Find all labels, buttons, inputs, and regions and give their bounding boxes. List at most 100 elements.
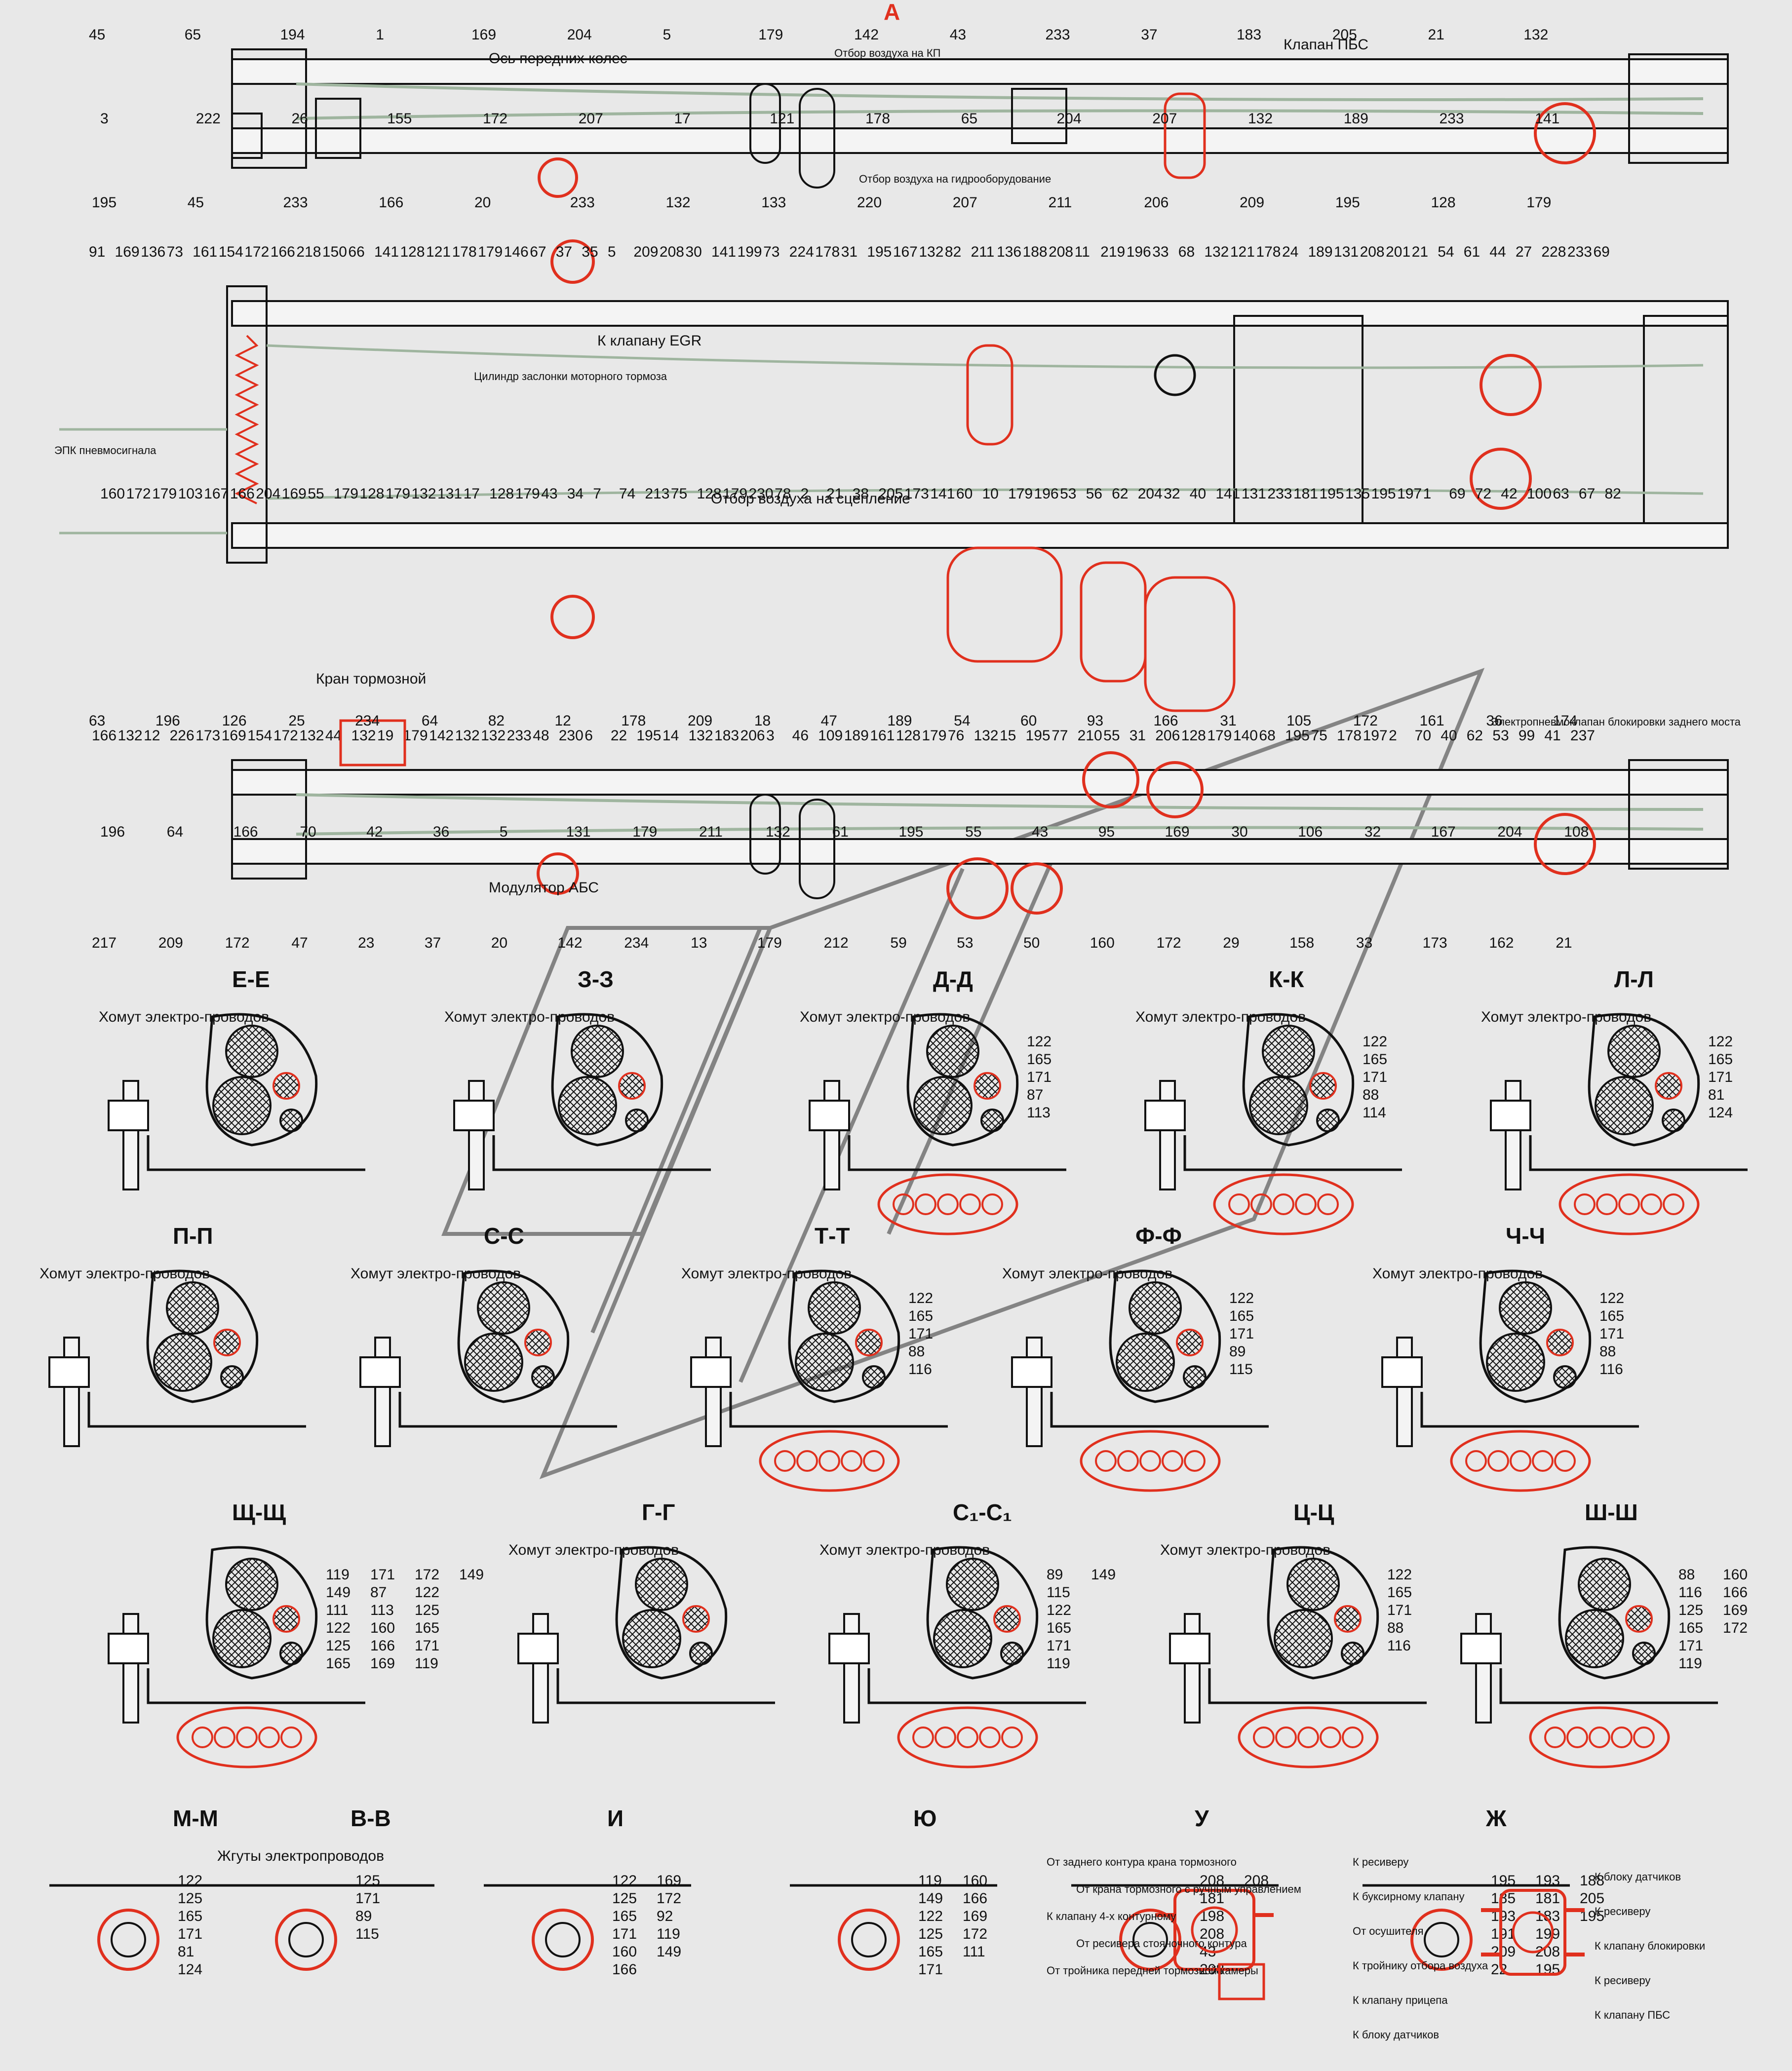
part-number: 60 <box>1020 713 1037 729</box>
ref-number: 193 <box>1535 1873 1560 1889</box>
part-number: 196 <box>1127 244 1151 260</box>
part-number: 141 <box>1535 111 1559 127</box>
part-number: 25 <box>288 713 305 729</box>
part-number: 195 <box>898 824 923 840</box>
ref-number: 125 <box>612 1890 637 1907</box>
part-number: 179 <box>1526 194 1551 211</box>
part-number: 179 <box>515 486 540 502</box>
part-number: 63 <box>1553 486 1569 502</box>
clamp-label: Жгуты электропроводов <box>217 1848 384 1864</box>
part-number: 64 <box>422 713 438 729</box>
part-number: 209 <box>1240 194 1264 211</box>
section-title: В-В <box>351 1805 391 1831</box>
ref-number: 208 <box>1200 1873 1224 1889</box>
part-number: 155 <box>387 111 412 127</box>
part-number: 1 <box>376 27 384 43</box>
part-number: 15 <box>1000 728 1016 744</box>
part-number: 99 <box>1519 728 1535 744</box>
air-tank <box>1080 561 1147 683</box>
brake-chamber <box>1480 354 1542 416</box>
frame-rail-bottom <box>231 522 1729 549</box>
valve-port-label: К клапану ПБС <box>1595 2009 1670 2021</box>
part-number: 93 <box>1087 713 1103 729</box>
ref-number: 172 <box>415 1567 439 1583</box>
part-number: 2 <box>1389 728 1397 744</box>
part-number: 29 <box>1223 935 1239 951</box>
part-number: 160 <box>100 486 125 502</box>
ref-number: 166 <box>963 1890 987 1907</box>
part-number: 209 <box>633 244 658 260</box>
part-number: 172 <box>1157 935 1181 951</box>
part-number: 76 <box>948 728 964 744</box>
part-number: 10 <box>982 486 998 502</box>
air-hydro-note: Отбор воздуха на гидрооборудование <box>859 173 1051 185</box>
part-number: 50 <box>1023 935 1040 951</box>
part-number: 34 <box>567 486 584 502</box>
part-number: 189 <box>844 728 869 744</box>
ref-number: 119 <box>918 1873 942 1889</box>
part-number: 24 <box>1282 244 1298 260</box>
part-number: 183 <box>1237 27 1261 43</box>
valve-port-label: К ресиверу <box>1595 1974 1650 1987</box>
part-number: 82 <box>488 713 505 729</box>
clamp-label: Хомут электро-проводов <box>819 1542 990 1558</box>
part-number: 11 <box>1075 244 1090 260</box>
part-number: 61 <box>832 824 849 840</box>
part-number: 75 <box>671 486 687 502</box>
part-number: 179 <box>1207 728 1232 744</box>
part-number: 54 <box>954 713 970 729</box>
part-number: 37 <box>1141 27 1157 43</box>
part-number: 209 <box>158 935 183 951</box>
ref-number: 166 <box>1723 1584 1748 1601</box>
part-number: 7 <box>593 486 601 502</box>
spring-hanger <box>749 794 781 875</box>
part-number: 196 <box>100 824 125 840</box>
clamp-label: Хомут электро-проводов <box>800 1009 970 1025</box>
part-number: 172 <box>1353 713 1378 729</box>
part-number: 128 <box>489 486 514 502</box>
ref-number: 88 <box>1678 1567 1695 1583</box>
ref-number: 122 <box>415 1584 439 1601</box>
part-number: 188 <box>1023 244 1048 260</box>
part-number: 179 <box>478 244 503 260</box>
ref-number: 88 <box>1599 1343 1616 1360</box>
air-tank <box>946 546 1063 663</box>
part-number: 195 <box>1335 194 1360 211</box>
ref-number: 115 <box>355 1926 379 1942</box>
part-number: 60 <box>956 486 973 502</box>
brake-valve-note: Кран тормозной <box>316 671 426 687</box>
part-number: 183 <box>714 728 739 744</box>
part-number: 82 <box>945 244 961 260</box>
part-number: 73 <box>167 244 183 260</box>
part-number: 204 <box>1138 486 1163 502</box>
part-number: 166 <box>230 486 255 502</box>
part-number: 132 <box>974 728 998 744</box>
part-number: 56 <box>1086 486 1102 502</box>
part-number: 230 <box>559 728 584 744</box>
ref-number: 171 <box>908 1326 933 1342</box>
part-number: 195 <box>636 728 661 744</box>
rear-crossmember <box>1628 759 1729 870</box>
part-number: 179 <box>757 935 782 951</box>
part-number: 233 <box>1046 27 1070 43</box>
ref-number: 172 <box>1723 1620 1748 1636</box>
ref-number: 165 <box>178 1908 202 1924</box>
ref-number: 122 <box>326 1620 351 1636</box>
top-view-letter: А <box>884 0 900 25</box>
ref-number: 171 <box>1363 1069 1387 1085</box>
ref-number: 122 <box>178 1873 202 1889</box>
valve-port-label: К блоку датчиков <box>1595 1871 1681 1883</box>
part-number: 33 <box>1356 935 1372 951</box>
ref-number: 160 <box>963 1873 987 1889</box>
part-number: 13 <box>691 935 707 951</box>
part-number: 131 <box>566 824 590 840</box>
brake-chamber <box>550 595 595 639</box>
part-number: 133 <box>761 194 786 211</box>
part-number: 196 <box>156 713 180 729</box>
part-number: 70 <box>300 824 316 840</box>
